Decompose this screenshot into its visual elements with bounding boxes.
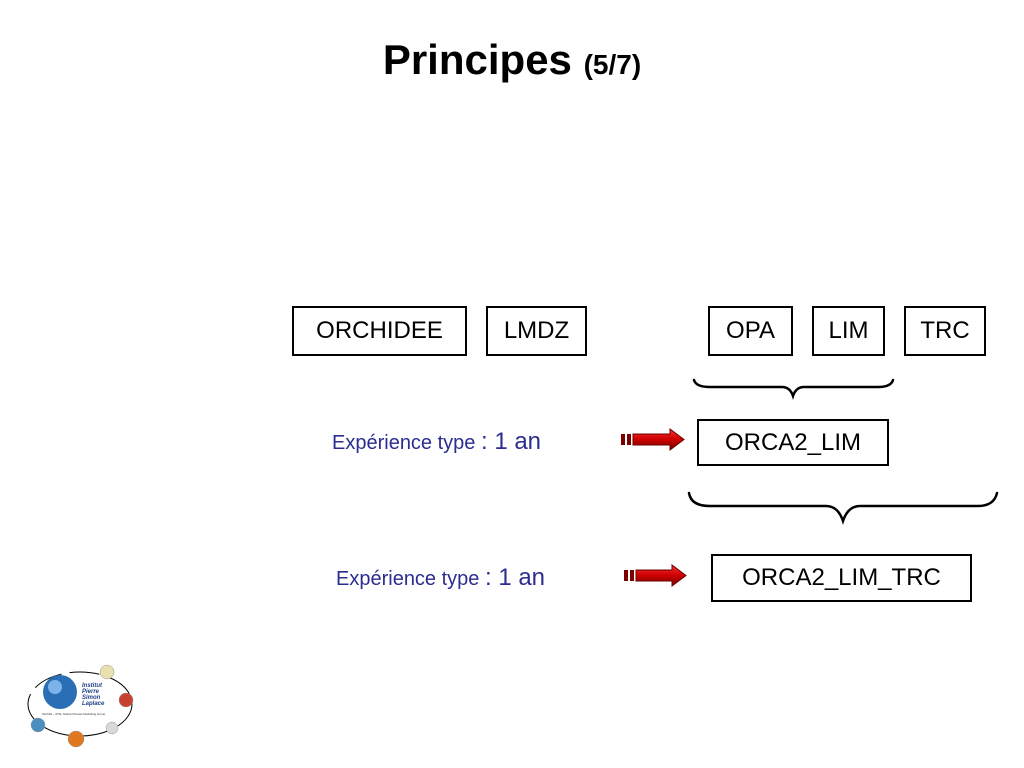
box-lmdz: LMDZ (486, 306, 587, 356)
experiment-label-1: Expérience type : 1 an (332, 428, 541, 456)
box-orca2-lim-trc: ORCA2_LIM_TRC (711, 554, 972, 602)
experiment-label-2-text: Expérience type (336, 568, 480, 590)
logo-line-2: Pierre (82, 689, 100, 695)
arrow-right-icon (621, 428, 685, 451)
brace-all-components (687, 491, 999, 525)
globe-icon (67, 730, 85, 748)
title-main: Principes (382, 36, 572, 83)
title-page-number: (5/7) (583, 49, 642, 80)
box-orchidee: ORCHIDEE (292, 306, 467, 356)
globe-icon (30, 717, 46, 733)
experiment-label-1-duration: : 1 an (480, 428, 542, 455)
globe-icon (99, 664, 115, 680)
box-opa: OPA (708, 306, 793, 356)
page-title: Principes (5/7) (0, 36, 1024, 89)
experiment-label-2: Expérience type : 1 an (336, 564, 545, 592)
experiment-label-2-duration: : 1 an (484, 564, 546, 591)
ipsl-logo: Institut Pierre Simon Laplace IGCMG – IP… (27, 664, 134, 748)
globe-icon (118, 692, 134, 708)
logo-caption: IGCMG – IPSL Global Climate Modelling Gr… (42, 712, 106, 716)
globe-icon (105, 721, 119, 735)
box-orca2-lim: ORCA2_LIM (697, 419, 889, 466)
brace-ocean-components (692, 378, 895, 400)
logo-line-1: Institut (82, 683, 103, 689)
experiment-label-1-text: Expérience type (332, 432, 476, 454)
arrow-right-icon (624, 564, 687, 587)
box-trc: TRC (904, 306, 986, 356)
logo-line-3: Simon (82, 695, 101, 701)
box-lim: LIM (812, 306, 885, 356)
logo-line-4: Laplace (82, 701, 105, 707)
